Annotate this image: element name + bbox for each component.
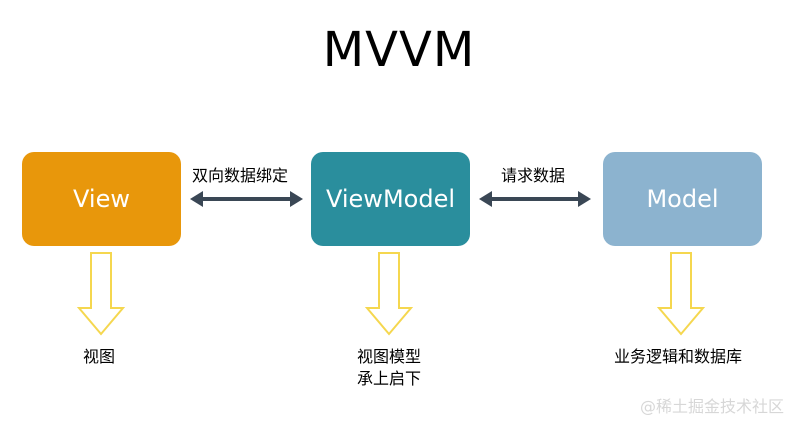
view-box: View [22, 152, 181, 246]
viewmodel-caption: 视图模型 承上启下 [357, 346, 421, 390]
viewmodel-caption-line1: 视图模型 [357, 347, 422, 366]
viewmodel-box: ViewModel [311, 152, 470, 246]
model-box: Model [603, 152, 762, 246]
diagram-title: MVVM [322, 22, 476, 78]
model-caption: 业务逻辑和数据库 [614, 347, 743, 366]
view-box-label: View [73, 185, 130, 213]
viewmodel-caption-line2: 承上启下 [357, 369, 422, 388]
viewmodel-down-arrow [364, 252, 414, 336]
viewmodel-box-label: ViewModel [325, 185, 455, 213]
model-box-label: Model [646, 185, 719, 213]
model-down-arrow [656, 252, 706, 336]
two-way-binding-label: 双向数据绑定 [192, 166, 289, 185]
bidirectional-arrow-view-viewmodel [190, 191, 303, 207]
bidirectional-arrow-viewmodel-model [479, 191, 591, 207]
view-down-arrow [76, 252, 126, 336]
request-data-label: 请求数据 [501, 166, 566, 185]
view-caption: 视图 [83, 347, 116, 366]
watermark: @稀土掘金技术社区 [639, 397, 784, 416]
